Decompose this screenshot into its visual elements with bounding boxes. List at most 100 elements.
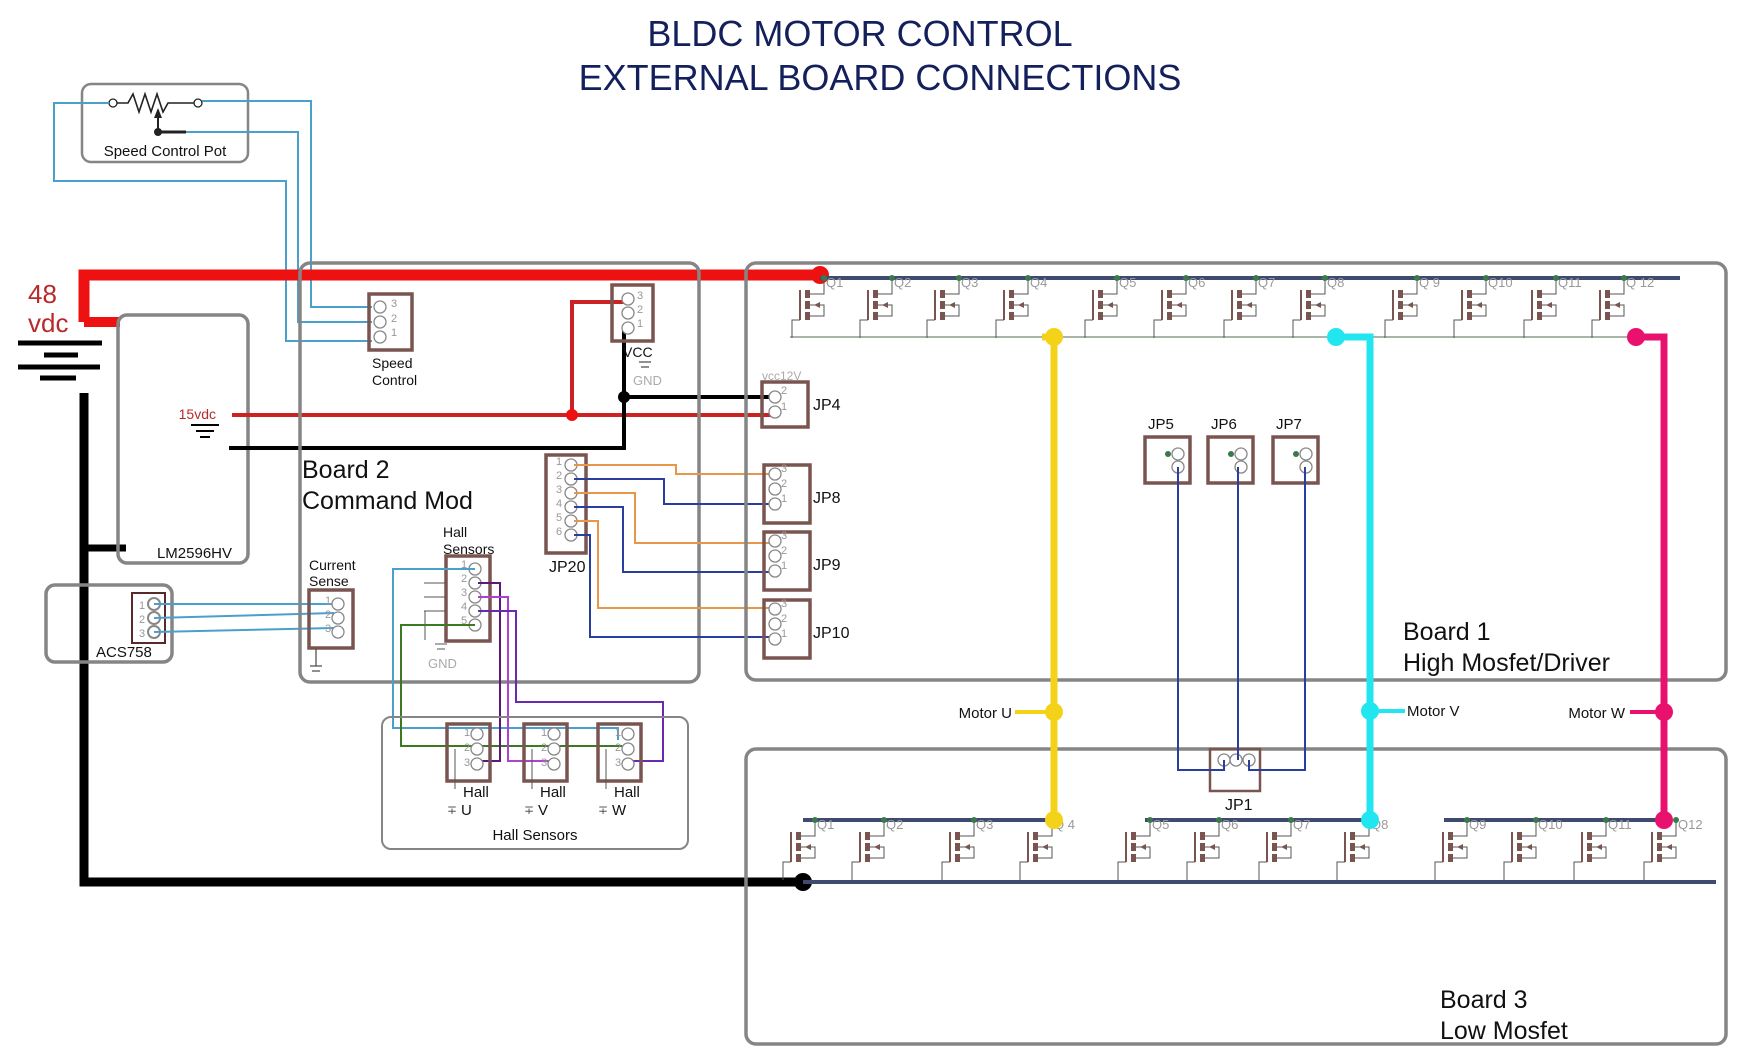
mosfet-label: Q8	[1327, 275, 1344, 290]
motor-w-label: Motor W	[1568, 705, 1626, 722]
mosfet-icon	[1643, 817, 1679, 880]
pin-label: 1	[464, 727, 470, 739]
motor-phase-v: Motor V	[1327, 328, 1460, 829]
board-1-mosfet: Q10	[1453, 275, 1513, 338]
board-3-title-2: Low Mosfet	[1440, 1017, 1568, 1045]
mosfet-icon	[926, 275, 962, 338]
current-sensor-box	[44, 583, 174, 664]
mosfet-label: Q11	[1608, 817, 1632, 832]
pin-label: 2	[461, 573, 467, 585]
pin-label: 1	[461, 559, 467, 571]
hall-phase-label: U	[461, 802, 472, 819]
jp1-label: JP1	[1225, 797, 1253, 814]
ground-symbol-icon	[310, 648, 322, 672]
board-1-title-2: High Mosfet/Driver	[1403, 649, 1610, 677]
pin-label: 3	[781, 463, 787, 475]
mosfet-icon	[1434, 817, 1470, 880]
drive-signal-wires	[574, 464, 770, 638]
pin-label: 2	[637, 304, 643, 316]
pin-label: 1	[781, 401, 787, 413]
vcc-header: 3 2 1 VCC GND	[610, 283, 662, 388]
mosfet-label: Q12	[1678, 817, 1703, 832]
board-1-mosfet: Q1	[791, 275, 843, 338]
pin-label: 1	[781, 493, 787, 505]
ground-symbol-icon	[639, 361, 651, 368]
pot-label: Speed Control Pot	[104, 143, 227, 160]
hall-wires	[392, 568, 664, 762]
board-3-mosfet: Q2	[851, 817, 903, 880]
jumper-jp6: JP6	[1206, 416, 1255, 485]
pin-label: 2	[556, 470, 562, 482]
hall-label: Hall	[540, 784, 566, 801]
board-3-mosfet: Q1	[782, 817, 834, 880]
jp20-header: 1 2 3 4 5 6 JP20	[544, 453, 588, 576]
motor-v-label: Motor V	[1407, 703, 1460, 720]
mosfet-label: Q 12	[1626, 275, 1654, 290]
pin-label: 4	[556, 498, 562, 510]
jumper-label: JP7	[1276, 416, 1302, 433]
current-sense-wires	[153, 603, 335, 633]
board-1-mosfet: Q11	[1523, 275, 1582, 338]
jumper-wires	[1177, 467, 1306, 771]
mosfet-icon	[782, 817, 818, 880]
title-line-2: EXTERNAL BOARD CONNECTIONS	[579, 57, 1182, 98]
jp20-label: JP20	[549, 559, 586, 576]
hall-header-label-1: Hall	[443, 524, 467, 540]
mosfet-icon	[859, 275, 895, 338]
hall-sensors-header: Hall Sensors 1 2 3 4 5 GND	[424, 524, 494, 671]
hall-gnd-label: GND	[428, 656, 457, 671]
board-3-mosfet: Q8	[1336, 817, 1388, 880]
board-1-mosfet: Q6	[1153, 275, 1205, 338]
hall-label: Hall	[463, 784, 489, 801]
motor-phase-w: Motor W	[1568, 328, 1673, 829]
pin-label: 2	[541, 742, 547, 754]
mosfet-icon	[1186, 817, 1222, 880]
pin-label: 2	[325, 609, 331, 621]
mosfet-label: Q7	[1293, 817, 1310, 832]
title-line-1: BLDC MOTOR CONTROL	[647, 13, 1072, 54]
board-2-title-2: Command Mod	[302, 487, 473, 515]
mosfet-icon	[1453, 275, 1489, 338]
pin-label: 3	[464, 757, 470, 769]
board-3-mosfet: Q3	[941, 817, 993, 880]
board-3-title-1: Board 3	[1440, 986, 1528, 1014]
mosfet-label: Q 9	[1419, 275, 1440, 290]
pin-label: 3	[556, 484, 562, 496]
potentiometer-icon	[108, 91, 203, 136]
board-3-mosfet: Q11	[1573, 817, 1632, 880]
speed-control-label-1: Speed	[372, 355, 412, 371]
current-sensor-module: 1 2 3 ACS758	[44, 583, 174, 664]
board-3-mosfet: Q9	[1434, 817, 1486, 880]
pin-label: 3	[391, 298, 397, 310]
mosfet-icon	[1591, 275, 1627, 338]
pin-label: 1	[615, 727, 621, 739]
mosfet-icon	[995, 275, 1031, 338]
mosfet-icon	[1223, 275, 1259, 338]
vcc-label: VCC	[623, 344, 653, 360]
regulator-module: 15vdc LM2596HV	[116, 313, 250, 565]
pin-label: 1	[541, 727, 547, 739]
board-2-title-1: Board 2	[302, 456, 390, 484]
pin-label: 1	[556, 456, 562, 468]
pin-label: 6	[556, 526, 562, 538]
ground-symbol-icon: ∓	[524, 803, 534, 817]
mosfet-icon	[1503, 817, 1539, 880]
board-1-mosfet: Q2	[859, 275, 911, 338]
regulator-label: LM2596HV	[157, 545, 232, 562]
mosfet-label: Q10	[1488, 275, 1513, 290]
pin-label: 3	[781, 530, 787, 542]
board-1-mosfet: Q5	[1084, 275, 1136, 338]
voltage-label-48: 48	[28, 279, 57, 309]
mosfet-icon	[1153, 275, 1189, 338]
board-3-mosfet: Q12	[1643, 817, 1703, 880]
regulator-output-label: 15vdc	[179, 406, 216, 422]
pot-wires	[53, 100, 372, 342]
mosfet-label: Q9	[1469, 817, 1486, 832]
mosfet-label: Q3	[976, 817, 993, 832]
board-3-mosfet: Q6	[1186, 817, 1238, 880]
board-3-mosfet: Q7	[1258, 817, 1310, 880]
board-1-mosfet: Q8	[1292, 275, 1344, 338]
